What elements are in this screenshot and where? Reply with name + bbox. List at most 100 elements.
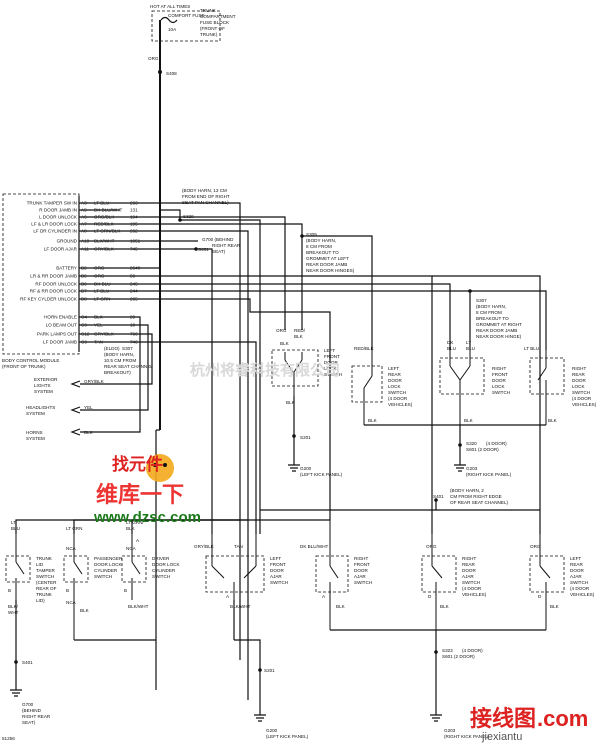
- svg-text:VEHICLES): VEHICLES): [570, 592, 595, 597]
- svg-text:EXTERIOR: EXTERIOR: [34, 377, 58, 382]
- svg-text:LOCK: LOCK: [492, 384, 505, 389]
- splice-notes: (BODY HARN, 13 CM FROM END OF RIGHT SEAT…: [104, 188, 522, 375]
- svg-text:BLU: BLU: [11, 526, 20, 531]
- splice-s309-label: S309: [306, 232, 317, 237]
- svg-text:SWITCH: SWITCH: [270, 580, 288, 585]
- svg-text:RIGHT REAR: RIGHT REAR: [212, 243, 241, 248]
- svg-text:(BODY HARN,: (BODY HARN,: [476, 304, 506, 309]
- svg-text:SEAT): SEAT): [22, 720, 36, 725]
- svg-text:RIGHT: RIGHT: [354, 556, 368, 561]
- svg-text:找元件: 找元件: [112, 454, 163, 474]
- svg-text:YEL: YEL: [84, 405, 93, 410]
- svg-text:CYLINDER: CYLINDER: [94, 568, 118, 573]
- trunk-lid-tamper-switch: LT BLU B TRUNK LID TAMPER SWITCH (CENTER…: [5, 520, 57, 690]
- svg-text:PASSENGER: PASSENGER: [94, 556, 123, 561]
- driver-door-lock-cylinder-switch: LT GRN/ BLK A NCA B DRIVER DOOR LOCK CYL…: [121, 520, 181, 609]
- bcm-pin-label: LO BEAM OUT: [46, 323, 78, 328]
- lower-switch-group: S401 (BODY HARN, 2 CM FROM RIGHT EDGE OF…: [5, 488, 595, 715]
- svg-text:S201: S201: [264, 668, 275, 673]
- svg-text:10.5 CM FROM: 10.5 CM FROM: [104, 358, 136, 363]
- upper-grounds: S201 G200 (LEFT KICK PANEL) S320 (4 DOOR…: [288, 434, 512, 477]
- right-rear-door-ajar-switch: ORG D RIGHT REAR DOOR AJAR SWITCH (4 DOO…: [421, 534, 487, 630]
- svg-text:GRY/BLK: GRY/BLK: [194, 544, 215, 549]
- svg-text:FROM END OF RIGHT: FROM END OF RIGHT: [182, 194, 230, 199]
- svg-text:BLK: BLK: [294, 334, 304, 339]
- svg-text:(ELDO): (ELDO): [104, 346, 120, 351]
- svg-text:COMPARTMENT: COMPARTMENT: [200, 14, 236, 19]
- bcm-pin-label: LR & RR DOOR JAMB: [30, 274, 77, 279]
- svg-text:SYSTEM: SYSTEM: [26, 436, 45, 441]
- bcm-pin-label: RF & RR DOOR LOCK: [30, 289, 78, 294]
- watermark-jiexiantu: 接线图: [470, 706, 536, 731]
- svg-text:S601 (2 DOOR): S601 (2 DOOR): [442, 654, 475, 659]
- svg-text:BLK: BLK: [440, 604, 450, 609]
- svg-text:(4 DOOR: (4 DOOR: [572, 396, 592, 401]
- svg-text:(BODY HARN,: (BODY HARN,: [104, 352, 134, 357]
- bcm-pin-label: RF DOOR UNLOCK: [35, 282, 78, 287]
- svg-text:D: D: [428, 594, 432, 599]
- svg-text:SWITCH: SWITCH: [492, 390, 510, 395]
- svg-text:BREAKOUT TO: BREAKOUT TO: [306, 250, 339, 255]
- svg-text:NEAR DOOR HINGES): NEAR DOOR HINGES): [306, 268, 355, 273]
- svg-text:AJAR: AJAR: [570, 574, 582, 579]
- watermark-overlays: 杭州将睿科技有限公司 找元件 维库一下 www.dzsc.com 接线图 .co…: [93, 361, 588, 743]
- ground-symbol: [254, 714, 266, 722]
- svg-text:S401: S401: [433, 494, 444, 499]
- svg-text:.com: .com: [537, 706, 588, 731]
- svg-text:B: B: [66, 588, 69, 593]
- svg-text:REAR SEAT CHANNEL: REAR SEAT CHANNEL: [104, 364, 153, 369]
- bcm-location: (FRONT OF TRUNK): [2, 364, 46, 369]
- svg-text:SWITCH: SWITCH: [152, 574, 170, 579]
- svg-text:TRUNK: TRUNK: [36, 592, 53, 597]
- svg-text:TAMPER: TAMPER: [36, 568, 55, 573]
- svg-text:8 CM FROM: 8 CM FROM: [306, 244, 332, 249]
- bcm-pin-label: LF DOOR AJAR: [44, 247, 78, 252]
- svg-text:FRONT: FRONT: [270, 562, 286, 567]
- svg-text:LEFT: LEFT: [388, 366, 399, 371]
- svg-text:NEAR DOOR HINGE): NEAR DOOR HINGE): [476, 334, 522, 339]
- output-systems: GRY/BLK EXTERIOR LIGHTS SYSTEM YEL HEADL…: [26, 377, 105, 441]
- svg-text:BLK: BLK: [550, 604, 560, 609]
- svg-text:TRUNK: TRUNK: [200, 8, 217, 13]
- svg-text:LOCK: LOCK: [388, 384, 401, 389]
- svg-text:VEHICLES): VEHICLES): [572, 402, 597, 407]
- svg-text:SWITCH: SWITCH: [354, 580, 372, 585]
- svg-text:BLK: BLK: [84, 430, 94, 435]
- svg-text:OF REAR SEAT CHANNEL): OF REAR SEAT CHANNEL): [450, 500, 508, 505]
- svg-text:DK BLU/WHT: DK BLU/WHT: [300, 544, 329, 549]
- svg-text:DK: DK: [447, 340, 454, 345]
- fuse-icon: [160, 16, 178, 24]
- svg-text:HORNS: HORNS: [26, 430, 43, 435]
- svg-text:(BODY HARN,: (BODY HARN,: [306, 238, 336, 243]
- ground-s201-label: S201: [300, 435, 311, 440]
- svg-text:G700 (BEHIND: G700 (BEHIND: [202, 237, 234, 242]
- fuse-block: HOT AT ALL TIMES COMFORT FUSE 10A TRUNK …: [148, 4, 236, 76]
- svg-text:BLK: BLK: [286, 400, 296, 405]
- svg-text:BLK: BLK: [464, 418, 474, 423]
- ground-symbol: [10, 689, 22, 697]
- svg-text:NCA: NCA: [66, 600, 77, 605]
- splice-s307-label: S307: [476, 298, 487, 303]
- svg-text:维库一下: 维库一下: [96, 482, 184, 507]
- svg-text:(4 DOOR: (4 DOOR: [570, 586, 590, 591]
- svg-text:SYSTEM: SYSTEM: [34, 389, 53, 394]
- svg-text:SYSTEM: SYSTEM: [26, 411, 45, 416]
- svg-text:SWITCH: SWITCH: [388, 390, 406, 395]
- svg-text:VEHICLES): VEHICLES): [462, 592, 487, 597]
- svg-text:(RIGHT KICK PANEL): (RIGHT KICK PANEL): [466, 472, 512, 477]
- fuse-block-outline: [151, 10, 221, 42]
- splice-s408-label: S408: [166, 71, 177, 76]
- svg-text:TRUNK: TRUNK: [36, 556, 53, 561]
- svg-text:LEFT: LEFT: [570, 556, 581, 561]
- svg-text:ORG: ORG: [276, 328, 287, 333]
- svg-text:GRY/BLK: GRY/BLK: [84, 379, 105, 384]
- svg-text:LT GRN/: LT GRN/: [126, 520, 144, 525]
- svg-text:BLK: BLK: [368, 418, 378, 423]
- svg-text:WHT: WHT: [8, 610, 19, 615]
- svg-text:REAR: REAR: [570, 562, 583, 567]
- svg-text:BREAKOUT): BREAKOUT): [104, 370, 131, 375]
- svg-text:(4 DOOR): (4 DOOR): [462, 648, 483, 653]
